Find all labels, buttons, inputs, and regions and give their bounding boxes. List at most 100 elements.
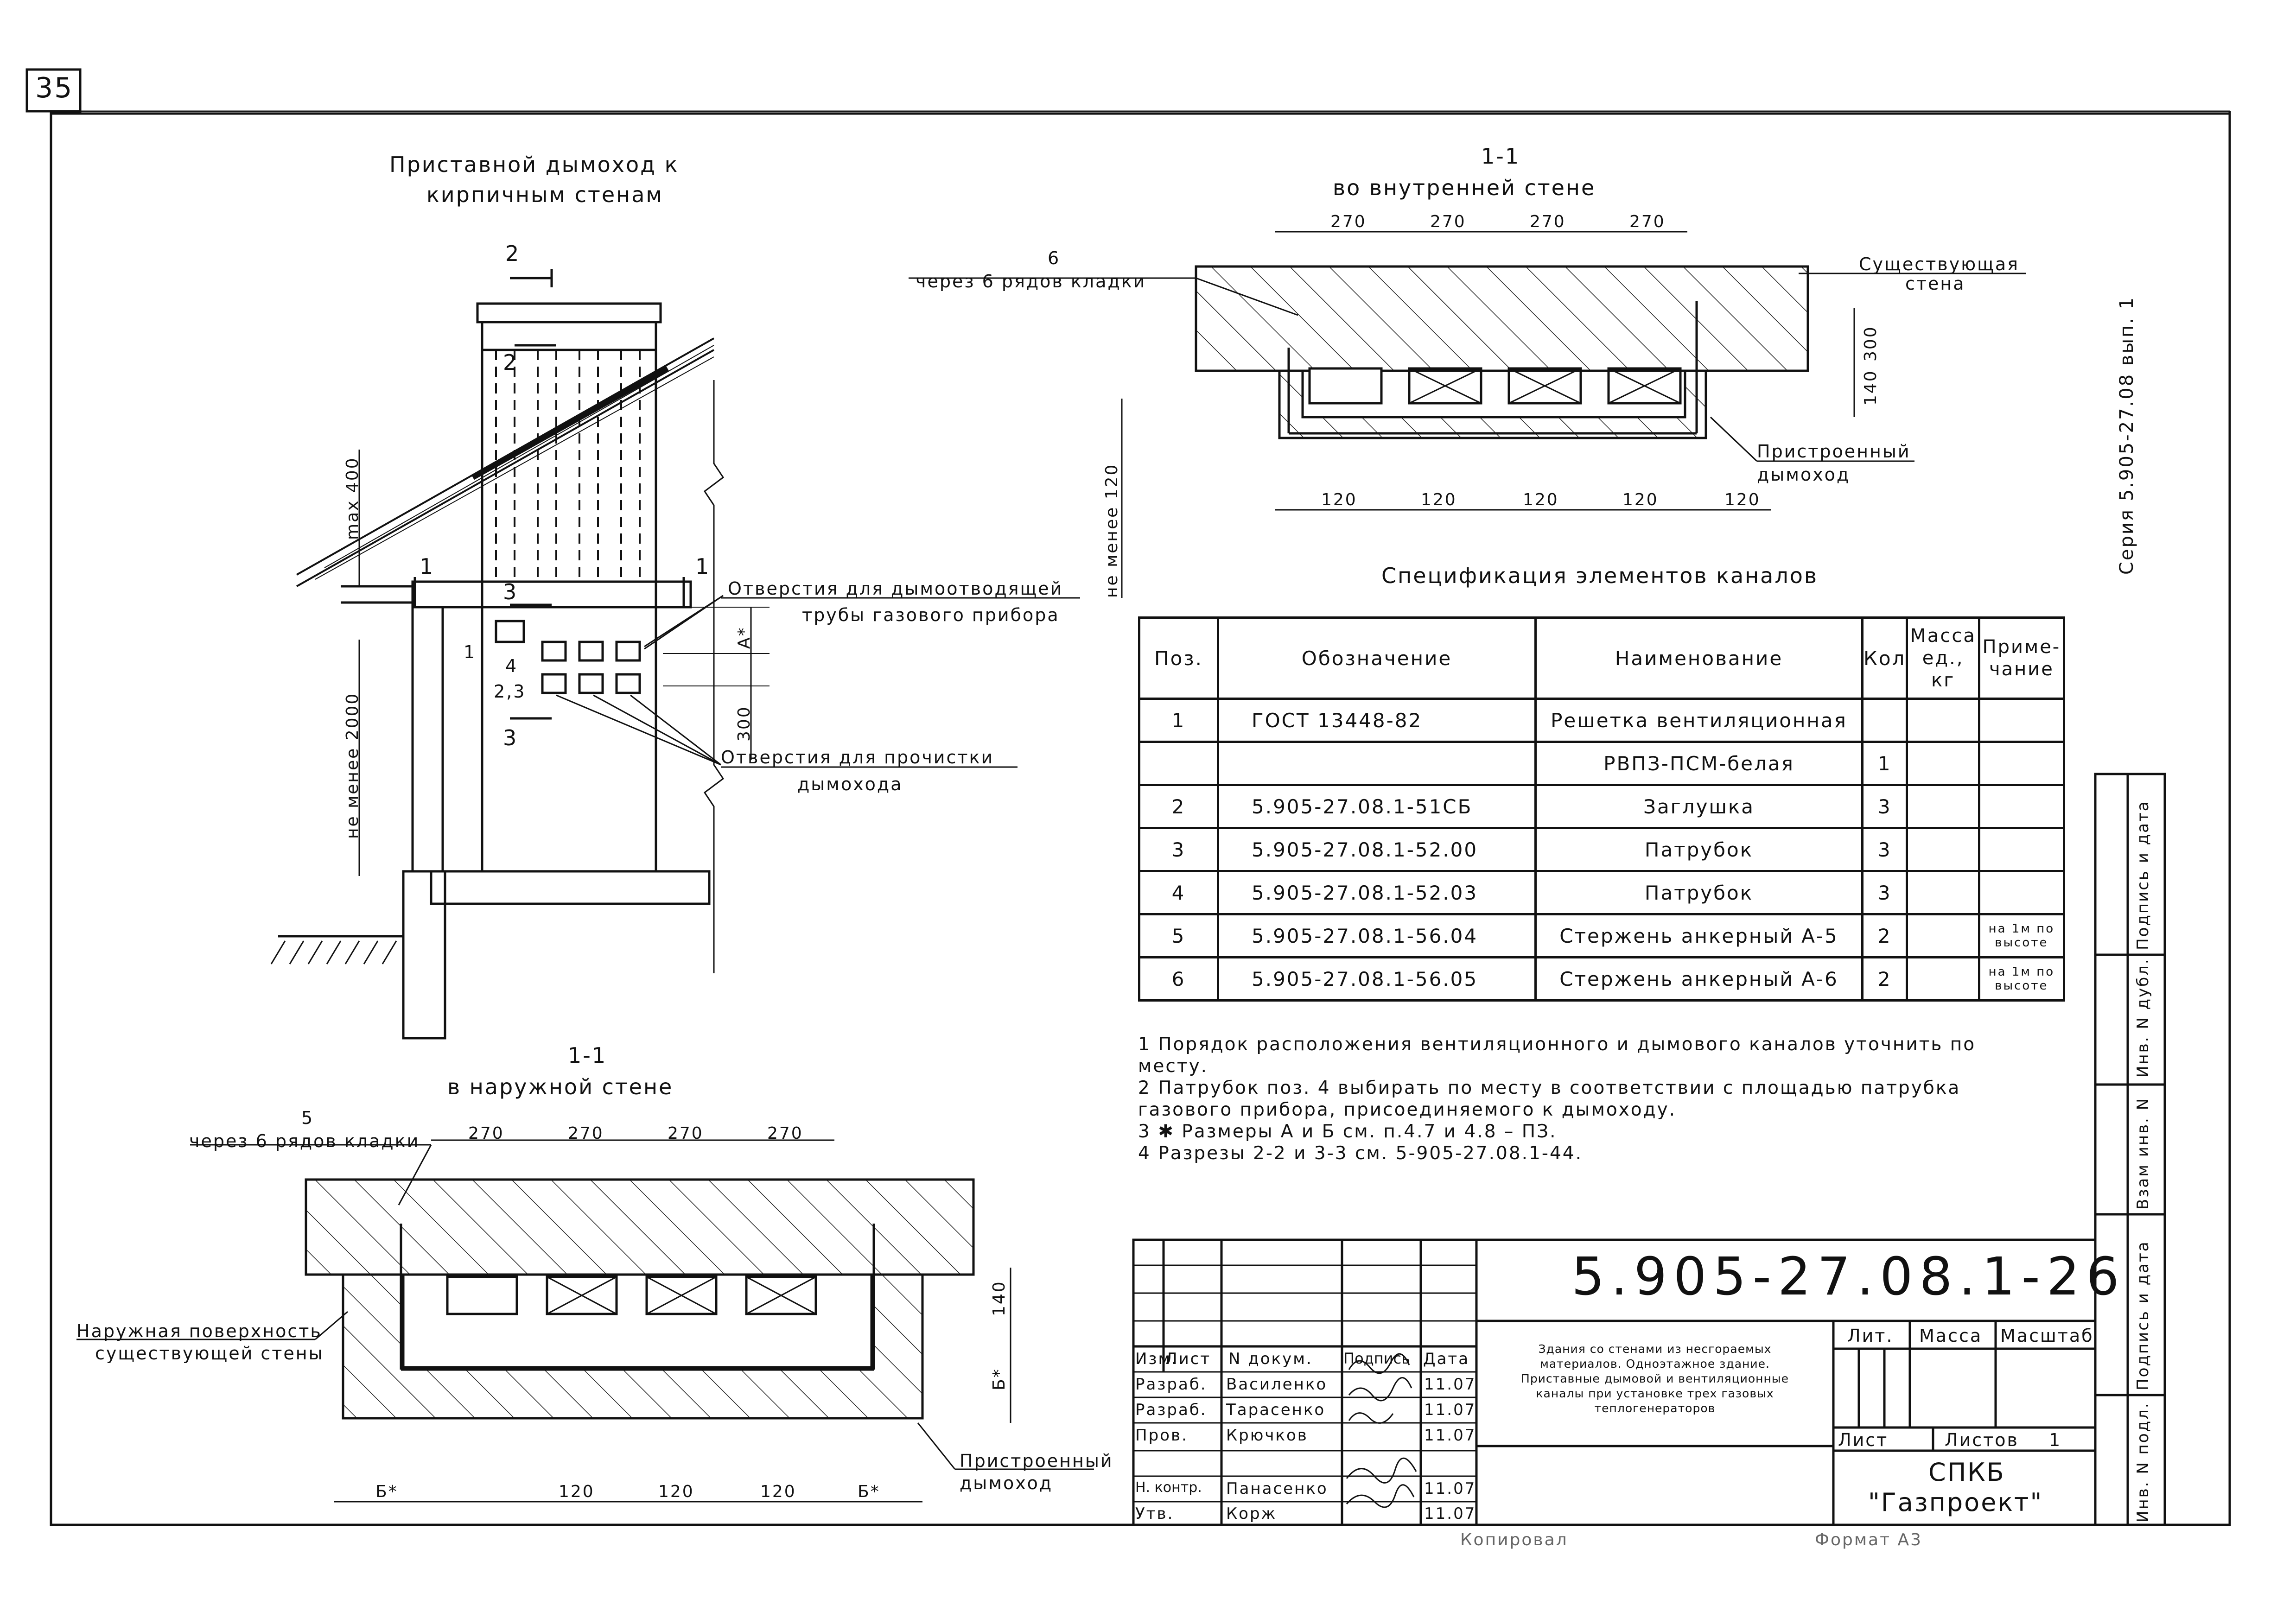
outer-dim-top-4: 270 bbox=[767, 1124, 803, 1143]
sheet-label: Лист bbox=[1838, 1430, 1889, 1450]
spec-row: 6 5.905-27.08.1-56.05 Стержень анкерный … bbox=[1138, 956, 2065, 1002]
doc-number: 5.905-27.08.1-26 bbox=[1571, 1247, 2126, 1307]
spec-col-name: Наименование bbox=[1534, 616, 1864, 700]
outer-dim-top-1: 270 bbox=[468, 1124, 504, 1143]
note-line: 1 Порядок расположения вентиляционного и… bbox=[1138, 1034, 1976, 1055]
section-1-left: 1 bbox=[420, 554, 435, 579]
footer-copy: Копировал bbox=[1460, 1530, 1568, 1549]
section-2-mid: 2 bbox=[503, 350, 518, 375]
spec-pos: 2 bbox=[1138, 784, 1219, 829]
spec-row: 5 5.905-27.08.1-56.04 Стержень анкерный … bbox=[1138, 913, 2065, 958]
inner-dim-top-1: 270 bbox=[1330, 212, 1367, 231]
outer-leader-text: через 6 рядов кладки bbox=[189, 1131, 420, 1151]
dim-max-400: max 400 bbox=[343, 457, 362, 540]
inner-dim-bot-2: 120 bbox=[1421, 490, 1457, 509]
spec-mass bbox=[1906, 741, 1980, 786]
inner-dim-bot-5: 120 bbox=[1724, 490, 1761, 509]
col-izm: Изм. bbox=[1135, 1350, 1178, 1368]
spec-code: ГОСТ 13448-82 bbox=[1217, 698, 1537, 743]
outer-dim-top-3: 270 bbox=[668, 1124, 704, 1143]
callout-flue-line2: трубы газового прибора bbox=[802, 605, 1060, 625]
doc-description: Здания со стенами из несгораемых материа… bbox=[1481, 1342, 1829, 1416]
spec-note bbox=[1978, 870, 2065, 915]
spec-header-row: Поз. Обозначение Наименование Кол Масса … bbox=[1138, 616, 2065, 700]
existing-wall-label2: стена bbox=[1905, 273, 1965, 294]
main-title-line2: кирпичным стенам bbox=[426, 182, 664, 207]
outer-dim-bot-4: 120 bbox=[760, 1482, 796, 1501]
chimney-elevation bbox=[270, 269, 1080, 1040]
outer-surface-label1: Наружная поверхность bbox=[76, 1321, 322, 1341]
spec-qty: 3 bbox=[1861, 784, 1908, 829]
outer-dim-b: Б* bbox=[990, 1368, 1009, 1390]
inner-title-num: 1-1 bbox=[1481, 144, 1520, 169]
spec-title: Спецификация элементов каналов bbox=[1381, 563, 1818, 588]
spec-pos: 1 bbox=[1138, 698, 1219, 743]
inner-dim-bot-4: 120 bbox=[1622, 490, 1659, 509]
spec-name: РВПЗ-ПСМ-белая bbox=[1534, 741, 1864, 786]
pos-23-label: 2,3 bbox=[494, 681, 526, 702]
spec-name: Стержень анкерный А-5 bbox=[1534, 913, 1864, 958]
col-list: Лист bbox=[1165, 1350, 1211, 1368]
spec-name: Патрубок bbox=[1534, 827, 1864, 872]
footer-format: Формат А3 bbox=[1815, 1530, 1923, 1549]
name-approve: Корж bbox=[1226, 1504, 1277, 1523]
note-line: 3 ✱ Размеры А и Б см. п.4.7 и 4.8 – ПЗ. bbox=[1138, 1121, 1557, 1142]
outer-surface-label2: существующей стены bbox=[95, 1343, 324, 1364]
outer-attached-label2: дымоход bbox=[960, 1473, 1053, 1493]
description-line: Здания со стенами из несгораемых bbox=[1538, 1342, 1772, 1356]
section-1-right: 1 bbox=[695, 554, 711, 579]
side-column-frame bbox=[2094, 773, 2166, 1526]
spec-pos: 4 bbox=[1138, 870, 1219, 915]
spec-note: на 1м по высоте bbox=[1978, 913, 2065, 958]
inner-attached-label2: дымоход bbox=[1757, 464, 1851, 485]
mass-label: Масса bbox=[1919, 1326, 1983, 1346]
spec-code bbox=[1217, 741, 1537, 786]
series-label: Серия 5.905-27.08 вып. 1 bbox=[2116, 296, 2137, 575]
inner-dim-120-min: не менее 120 bbox=[1102, 463, 1121, 598]
spec-mass bbox=[1906, 870, 1980, 915]
pos-1-label: 1 bbox=[464, 642, 477, 662]
sheets-value: 1 bbox=[2049, 1430, 2062, 1450]
spec-name: Решетка вентиляционная bbox=[1534, 698, 1864, 743]
spec-col-note: Приме- чание bbox=[1978, 616, 2065, 700]
note-line: 4 Разрезы 2-2 и 3-3 см. 5-905-27.08.1-44… bbox=[1138, 1143, 1583, 1164]
name-dev1: Василенко bbox=[1226, 1375, 1328, 1394]
inner-dim-300: 300 bbox=[1861, 325, 1880, 362]
spec-mass bbox=[1906, 956, 1980, 1002]
main-title-line1: Приставной дымоход к bbox=[389, 152, 679, 177]
spec-pos: 3 bbox=[1138, 827, 1219, 872]
col-doc: N докум. bbox=[1228, 1350, 1313, 1368]
inner-dim-bot-1: 120 bbox=[1321, 490, 1357, 509]
name-normcontrol: Панасенко bbox=[1226, 1479, 1328, 1498]
spec-pos bbox=[1138, 741, 1219, 786]
name-dev2: Тарасенко bbox=[1226, 1401, 1326, 1419]
lit-label: Лит. bbox=[1847, 1326, 1894, 1346]
role-dev2: Разраб. bbox=[1135, 1401, 1207, 1419]
inner-dim-top-2: 270 bbox=[1430, 212, 1466, 231]
spec-col-code: Обозначение bbox=[1217, 616, 1537, 700]
spec-table: Поз. Обозначение Наименование Кол Масса … bbox=[1138, 616, 2065, 1002]
spec-row: РВПЗ-ПСМ-белая 1 bbox=[1138, 741, 2065, 786]
side-inv-podl: Инв. N подл. bbox=[2134, 1402, 2152, 1523]
inner-leader-text: через 6 рядов кладки bbox=[916, 271, 1146, 292]
existing-wall-label1: Существующая bbox=[1859, 254, 2020, 274]
org-name-2: "Газпроект" bbox=[1868, 1488, 2043, 1517]
note-line: газового прибора, присоединяемого к дымо… bbox=[1138, 1099, 1677, 1120]
spec-note bbox=[1978, 827, 2065, 872]
side-sign-date-2: Подпись и дата bbox=[2134, 1240, 2152, 1390]
page-number: 35 bbox=[35, 72, 74, 104]
inner-dim-top-3: 270 bbox=[1530, 212, 1566, 231]
callout-clean-line2: дымохода bbox=[797, 774, 903, 794]
spec-code: 5.905-27.08.1-52.03 bbox=[1217, 870, 1537, 915]
role-dev1: Разраб. bbox=[1135, 1375, 1207, 1394]
spec-mass bbox=[1906, 698, 1980, 743]
dim-2000: не менее 2000 bbox=[343, 692, 362, 839]
spec-name: Патрубок bbox=[1534, 870, 1864, 915]
spec-note: на 1м по высоте bbox=[1978, 956, 2065, 1002]
outer-dim-top-2: 270 bbox=[568, 1124, 604, 1143]
spec-code: 5.905-27.08.1-56.04 bbox=[1217, 913, 1537, 958]
sheets-label: Листов bbox=[1945, 1430, 2019, 1450]
role-approve: Утв. bbox=[1135, 1504, 1174, 1523]
spec-row: 3 5.905-27.08.1-52.00 Патрубок 3 bbox=[1138, 827, 2065, 872]
